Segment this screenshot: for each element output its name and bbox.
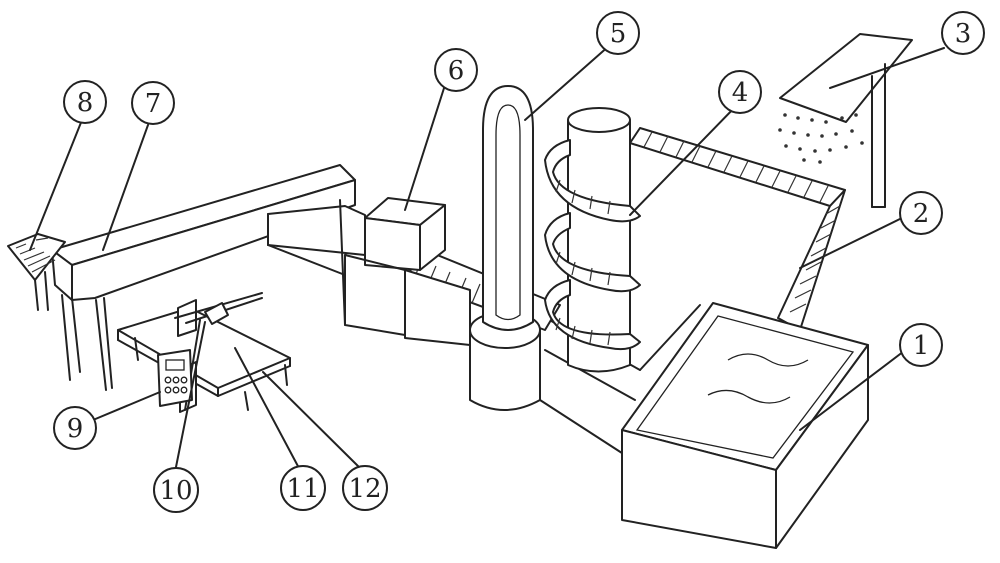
callout-label-11: 11 xyxy=(286,474,319,504)
callout-7: 7 xyxy=(131,81,175,125)
callout-6: 6 xyxy=(434,48,478,92)
callout-label-1: 1 xyxy=(913,331,930,361)
callout-10: 10 xyxy=(153,467,199,513)
callout-label-3: 3 xyxy=(955,19,972,49)
callout-label-12: 12 xyxy=(348,474,381,504)
callout-9: 9 xyxy=(53,406,97,450)
callout-5: 5 xyxy=(596,11,640,55)
callout-label-4: 4 xyxy=(732,78,749,108)
callout-label-5: 5 xyxy=(610,19,627,49)
callout-8: 8 xyxy=(63,80,107,124)
callout-label-7: 7 xyxy=(145,89,162,119)
spiral-column xyxy=(544,107,641,373)
callout-2: 2 xyxy=(899,191,943,235)
water-droplets xyxy=(778,113,864,164)
control-panel xyxy=(157,349,193,407)
callout-label-8: 8 xyxy=(77,88,94,118)
callout-label-10: 10 xyxy=(159,476,192,506)
spray-unit xyxy=(778,33,913,208)
callout-4: 4 xyxy=(718,70,762,114)
callout-3: 3 xyxy=(941,11,985,55)
water-tank xyxy=(621,302,869,549)
callout-label-9: 9 xyxy=(67,414,84,444)
long-conveyor-bench xyxy=(51,164,366,391)
inclined-chute xyxy=(7,233,66,311)
callout-11: 11 xyxy=(280,465,326,511)
u-tube-tower xyxy=(469,85,541,411)
work-table xyxy=(117,292,291,413)
belt-conveyor-loop xyxy=(629,127,846,331)
callout-12: 12 xyxy=(342,465,388,511)
leader-lines xyxy=(29,44,945,473)
callout-label-6: 6 xyxy=(448,56,465,86)
callout-label-2: 2 xyxy=(913,199,930,229)
callout-1: 1 xyxy=(899,323,943,367)
